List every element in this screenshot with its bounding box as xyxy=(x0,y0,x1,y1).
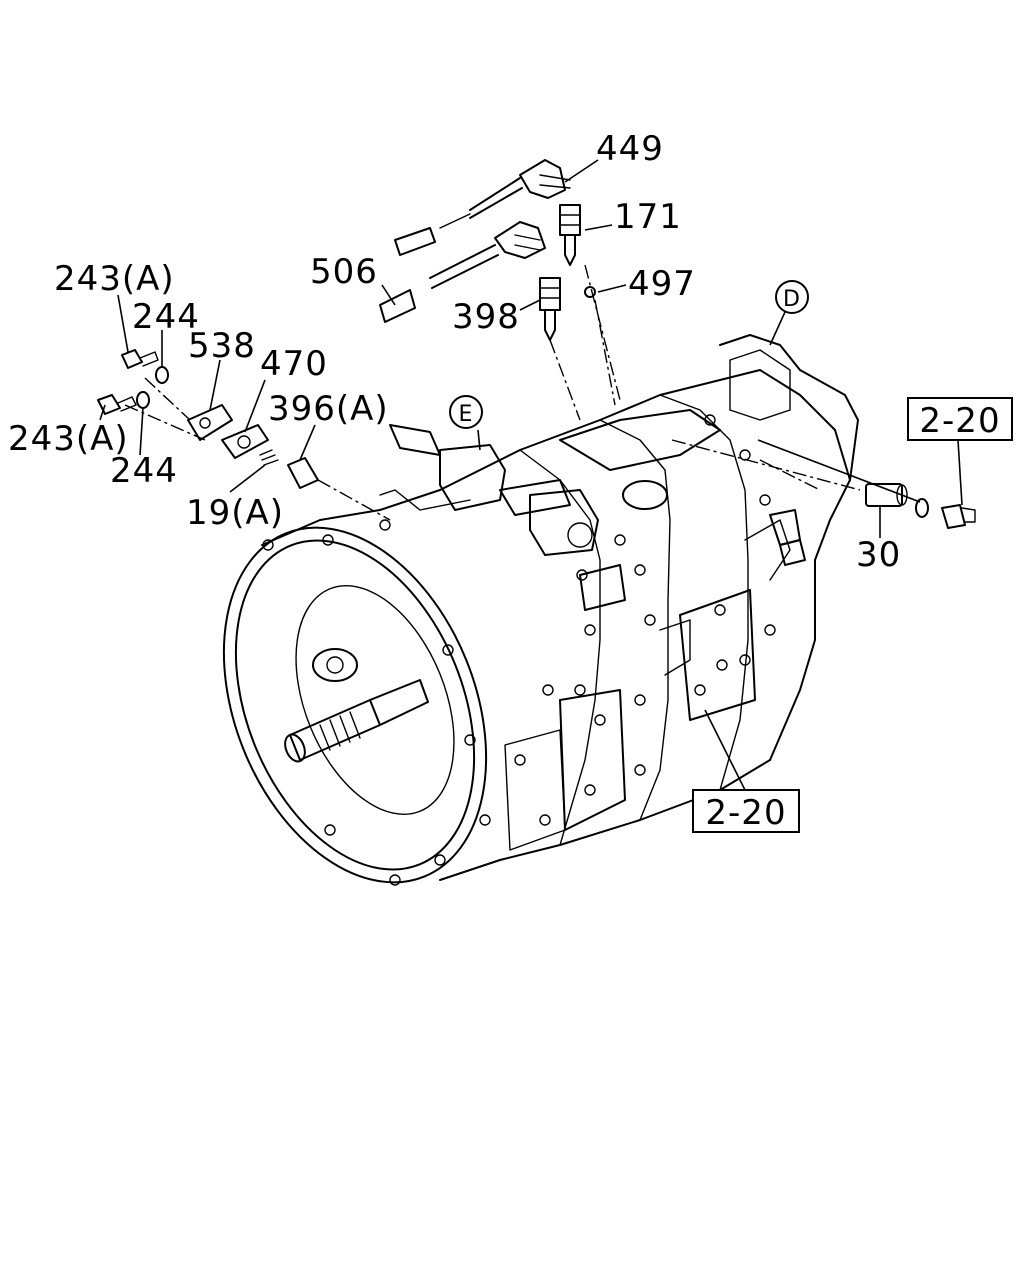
input-shaft xyxy=(284,679,429,763)
reference-box-top: 2-20 xyxy=(907,397,1013,441)
part-19a-spring xyxy=(259,449,279,466)
label-243a-bottom: 243(A) xyxy=(8,419,129,459)
svg-text:D: D xyxy=(783,287,801,312)
bolt-right xyxy=(941,504,976,529)
label-243a-top: 243(A) xyxy=(54,259,175,299)
part-449-cable xyxy=(394,159,571,256)
housing-bolts xyxy=(262,414,776,886)
view-marker-e: E xyxy=(449,395,483,429)
solenoid-assembly xyxy=(529,489,599,556)
svg-text:2-20: 2-20 xyxy=(705,793,786,833)
sensor-e-assembly xyxy=(389,424,571,516)
svg-text:E: E xyxy=(459,402,474,427)
label-396a: 396(A) xyxy=(268,389,389,429)
rear-valve-assembly xyxy=(769,509,806,566)
label-30: 30 xyxy=(856,535,901,575)
part-243a-bolt-bottom xyxy=(97,394,137,415)
label-244-top: 244 xyxy=(132,297,200,337)
view-marker-d: D xyxy=(775,280,809,314)
part-244-washer-bottom xyxy=(136,391,150,409)
part-243a-bolt-top xyxy=(121,349,159,369)
label-506: 506 xyxy=(310,252,378,292)
label-171: 171 xyxy=(614,197,682,237)
part-244-washer-top xyxy=(155,366,169,384)
assembly-lines xyxy=(124,264,861,521)
label-470: 470 xyxy=(260,344,328,384)
label-538: 538 xyxy=(188,326,256,366)
svg-text:2-20: 2-20 xyxy=(919,401,1000,441)
part-398-fitting xyxy=(539,277,561,341)
label-398: 398 xyxy=(452,297,520,337)
reference-box-bottom: 2-20 xyxy=(692,789,800,833)
label-497: 497 xyxy=(628,264,696,304)
leader-lines xyxy=(99,159,963,791)
label-19a: 19(A) xyxy=(186,493,284,533)
part-506-cable xyxy=(379,221,546,323)
washer-right xyxy=(915,498,929,518)
transmission-assembly xyxy=(222,334,859,886)
label-244-bottom: 244 xyxy=(110,451,178,491)
part-396a-plunger xyxy=(287,457,319,489)
part-497-ring xyxy=(584,286,596,298)
label-449: 449 xyxy=(596,129,664,169)
part-171-fitting xyxy=(559,204,581,266)
